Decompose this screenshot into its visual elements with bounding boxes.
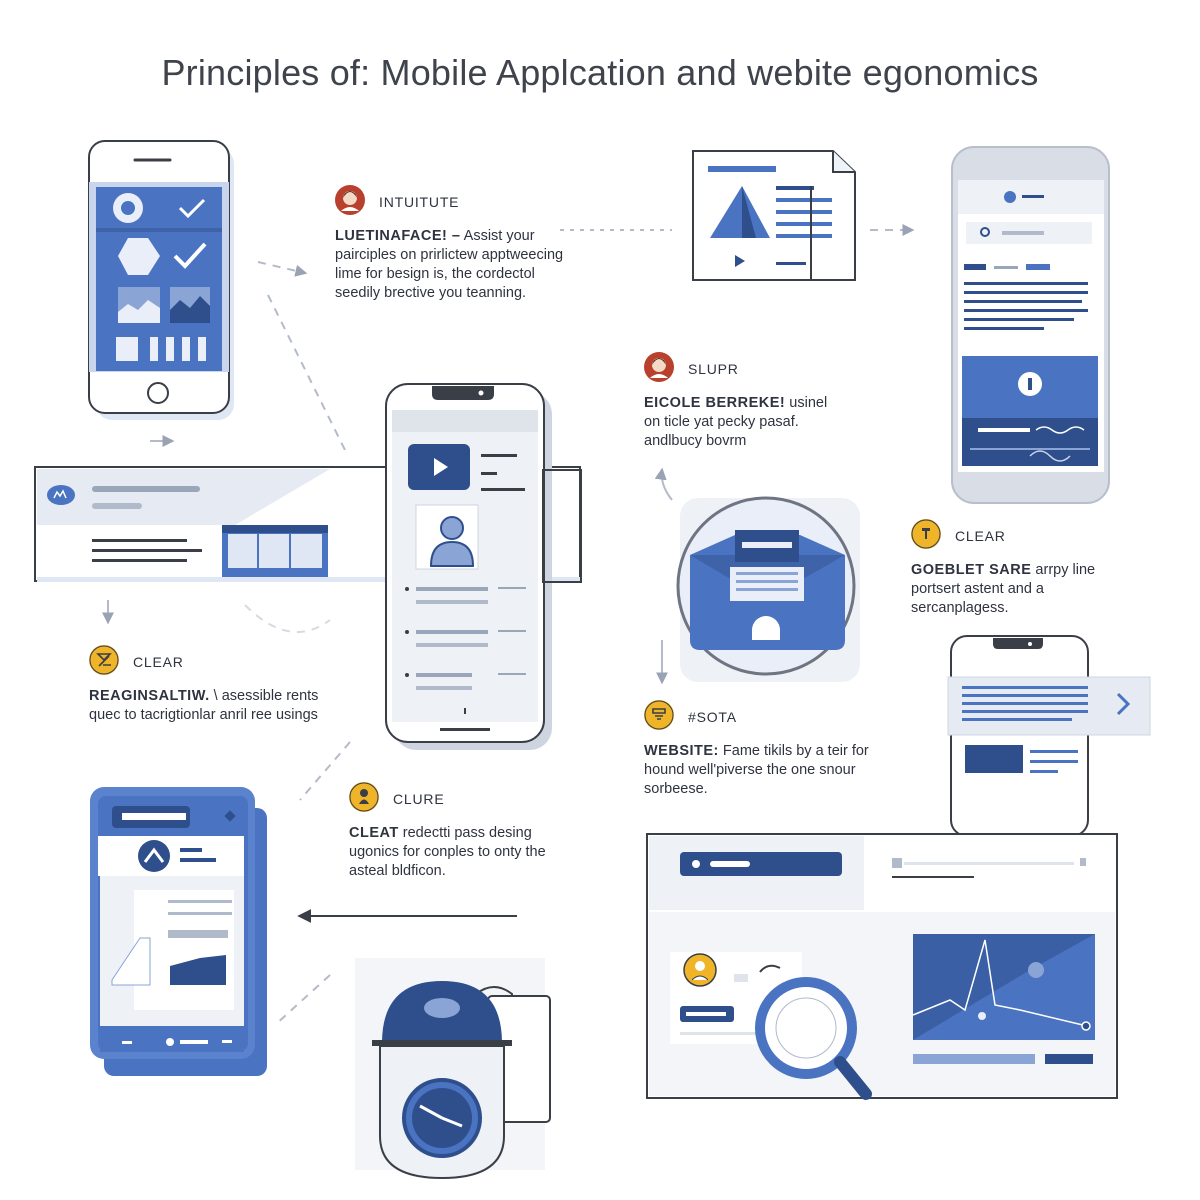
connector-arrow <box>257 261 308 277</box>
archive-emblem <box>676 496 860 682</box>
page-title: Principles of: Mobile Applcation and web… <box>161 52 1039 93</box>
phone-slider <box>947 635 1151 837</box>
document-card <box>692 150 856 281</box>
principle-heading: GOEBLET SARE <box>911 562 1032 578</box>
principle-text: arrpy line portsert astent and a sercanp… <box>911 562 1096 616</box>
tool-badge-icon <box>644 700 674 730</box>
connector-lines <box>102 224 915 1026</box>
principle-clear-right: CLEAR GOEBLET SARE arrpy line portsert a… <box>911 519 1141 629</box>
principle-body: CLEAT redectti pass desing ugonics for c… <box>349 824 569 881</box>
connector-arrow <box>654 467 673 501</box>
principle-tag: CLEAR <box>133 654 184 670</box>
principle-heading: LUETINAFACE! – <box>335 228 461 244</box>
phone-dashboard <box>88 140 234 420</box>
principle-tag: INTUITUTE <box>379 194 460 210</box>
connector-line <box>267 294 346 451</box>
principle-body: GOEBLET SARE arrpy line portsert astent … <box>911 561 1111 618</box>
principle-text: Fame tikils by a teir for hound well'piv… <box>644 743 869 797</box>
principle-heading: REAGINSALTIW. <box>89 688 210 704</box>
principle-text: \ asessible rents quec to tacrigtionlar … <box>89 688 319 723</box>
principle-slupr: SLUPR EICOLE BERREKE! usinel on ticle ya… <box>644 352 884 462</box>
tool-badge-icon <box>911 519 941 549</box>
principle-clure: CLURE CLEAT redectti pass desing ugonics… <box>349 782 579 892</box>
principle-tag: SLUPR <box>688 361 739 377</box>
principle-body: REAGINSALTIW. \ asessible rents quec to … <box>89 687 319 725</box>
principle-body: EICOLE BERREKE! usinel on ticle yat peck… <box>644 394 844 451</box>
tool-badge-icon <box>89 645 119 675</box>
principle-tag: CLEAR <box>955 528 1006 544</box>
principle-intuitive: INTUITUTE LUETINAFACE! – Assist your pai… <box>335 185 585 350</box>
phone-article <box>951 146 1110 504</box>
principle-clear-left: CLEAR REAGINSALTIW. \ asessible rents qu… <box>89 645 329 755</box>
tool-badge-icon <box>349 782 379 812</box>
principle-text: redectti pass desing ugonics for conples… <box>349 825 546 879</box>
user-avatar-icon <box>644 352 674 382</box>
browser-analytics <box>646 833 1118 1100</box>
principle-heading: EICOLE BERREKE! <box>644 395 786 411</box>
principle-body: LUETINAFACE! – Assist your pairciples on… <box>335 227 575 303</box>
principle-tag: #SOTA <box>688 709 737 725</box>
principle-heading: WEBSITE: <box>644 743 719 759</box>
principle-text: Assist your pairciples on prirlictew app… <box>335 228 564 301</box>
connector-line <box>274 974 331 1026</box>
connector-curve <box>244 604 331 633</box>
principle-website: #SOTA WEBSITE: Fame tikils by a teir for… <box>644 700 884 810</box>
user-avatar-icon <box>335 185 365 215</box>
principle-heading: CLEAT <box>349 825 399 841</box>
principle-text: usinel on ticle yat pecky pasaf. andlbuc… <box>644 395 828 449</box>
tablet-gallery <box>90 787 267 1076</box>
connector-line <box>299 741 351 801</box>
phone-profile <box>385 383 582 750</box>
principle-tag: CLURE <box>393 791 445 807</box>
principle-body: WEBSITE: Fame tikils by a teir for hound… <box>644 742 880 799</box>
stopwatch-device <box>355 958 551 1180</box>
